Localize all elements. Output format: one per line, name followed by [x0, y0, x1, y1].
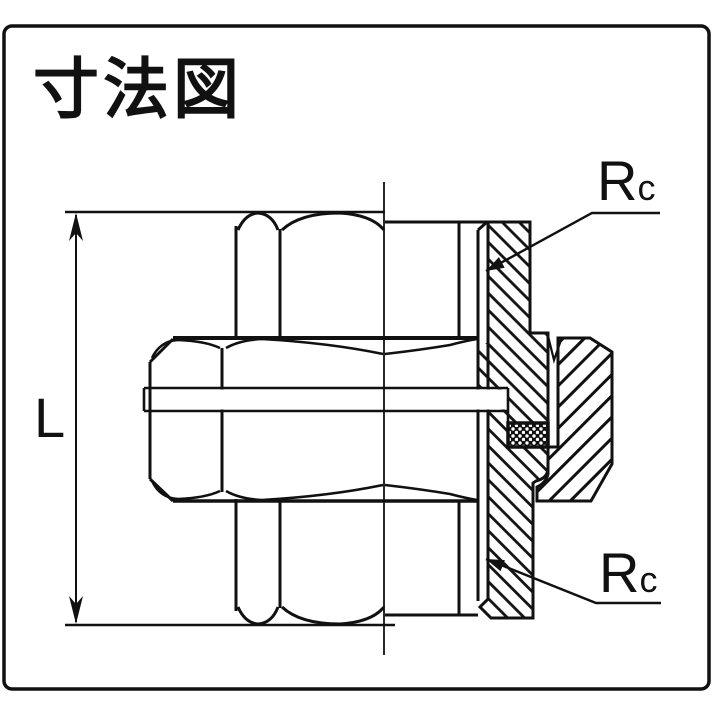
arrowhead-up	[69, 213, 83, 241]
bore-channel	[142, 385, 510, 423]
section-top-bottom-edges	[385, 220, 488, 617]
diagram-title: 寸法図	[33, 52, 243, 126]
arrowhead-down	[69, 596, 83, 624]
left-body-section-hatch	[478, 222, 548, 618]
thread-label-top-sub: c	[637, 167, 655, 208]
dimension-label: L	[34, 386, 65, 449]
leader-line-top	[485, 211, 660, 273]
section-outlines	[477, 220, 614, 620]
thread-callout-bottom: Rc	[485, 541, 661, 605]
leader-arrowhead-top	[486, 257, 505, 271]
thread-label-top: Rc	[597, 149, 655, 212]
thread-label-bottom-sub: c	[639, 559, 657, 600]
gasket-seal	[506, 421, 550, 449]
leader-line-bottom	[485, 557, 661, 605]
thread-label-bottom-main: R	[599, 541, 639, 604]
thread-callout-top: Rc	[485, 149, 660, 273]
thread-label-bottom: Rc	[599, 541, 657, 604]
right-body-section-hatch	[537, 338, 612, 501]
thread-label-top-main: R	[597, 149, 637, 212]
leader-arrowhead-bottom	[486, 559, 505, 572]
dimension-L: L	[34, 210, 395, 627]
